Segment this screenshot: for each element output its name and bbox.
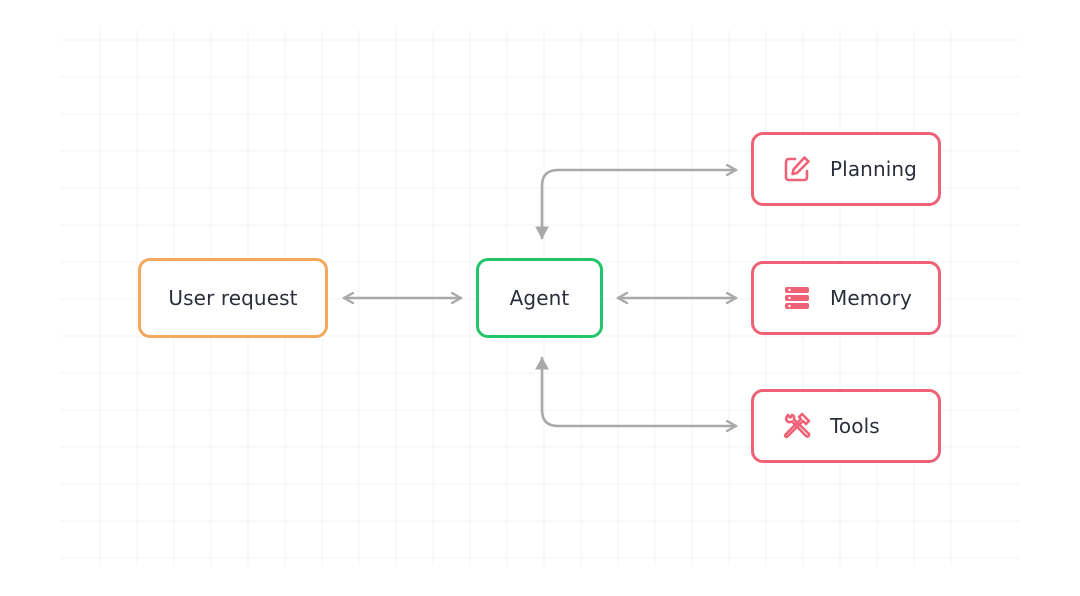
- hammer-wrench-icon: [782, 411, 812, 441]
- storage-stack-icon: [782, 283, 812, 313]
- memory-node: Memory: [751, 261, 941, 335]
- tools-node: Tools: [751, 389, 941, 463]
- edit-square-icon: [782, 154, 812, 184]
- memory-label: Memory: [830, 286, 912, 310]
- connector-agent-planning: [542, 170, 738, 240]
- agent-node: Agent: [476, 258, 603, 338]
- planning-node: Planning: [751, 132, 941, 206]
- tools-label: Tools: [830, 414, 880, 438]
- user-request-label: User request: [168, 286, 298, 310]
- agent-label: Agent: [509, 286, 570, 310]
- planning-label: Planning: [830, 157, 917, 181]
- user-request-node: User request: [138, 258, 328, 338]
- connector-agent-tools: [542, 356, 738, 426]
